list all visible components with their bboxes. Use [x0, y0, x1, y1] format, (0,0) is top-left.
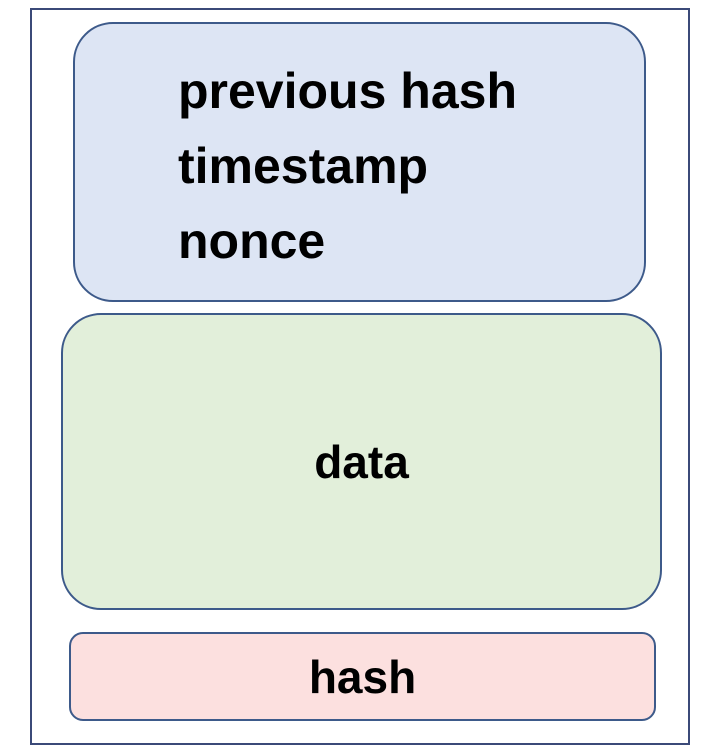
data-label: data — [314, 435, 409, 488]
block-header-box: previous hash timestamp nonce — [73, 22, 646, 302]
header-field-previous-hash: previous hash — [178, 63, 517, 119]
header-fields-list: previous hash timestamp nonce — [178, 54, 517, 279]
block-hash-box: hash — [69, 632, 656, 721]
hash-label: hash — [308, 650, 417, 703]
header-field-nonce: nonce — [178, 213, 326, 269]
block-frame: previous hash timestamp nonce data hash — [30, 8, 690, 745]
header-field-timestamp: timestamp — [178, 138, 429, 194]
block-data-box: data — [61, 313, 662, 610]
